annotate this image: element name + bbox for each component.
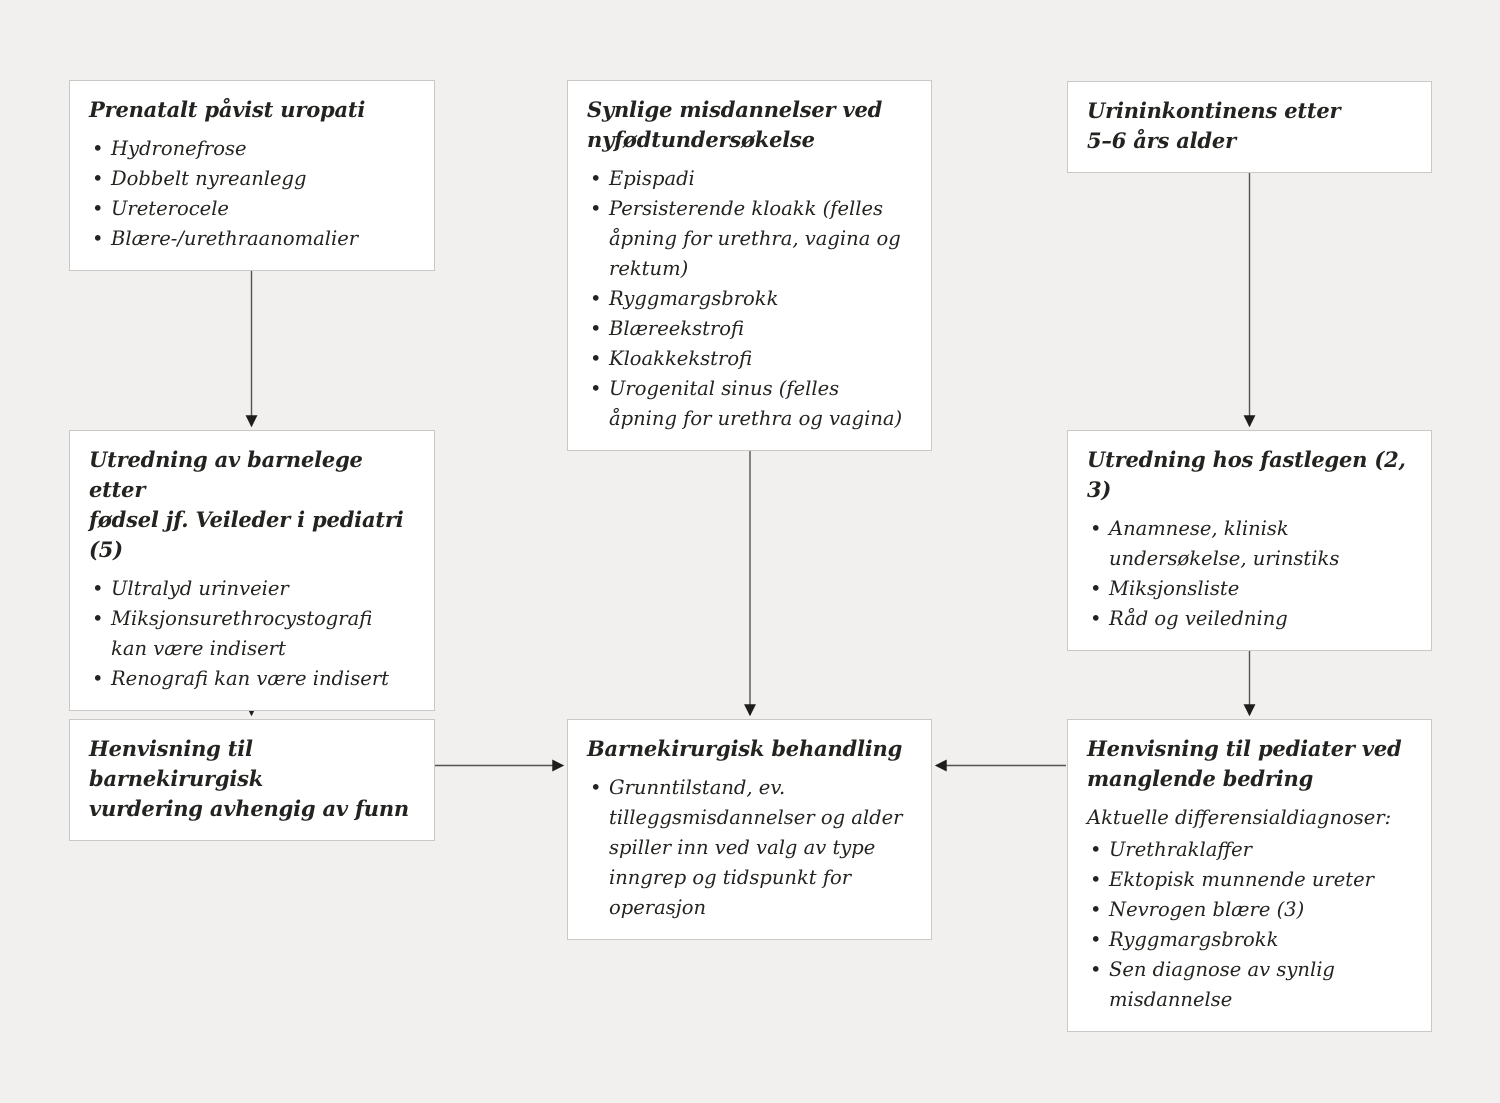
box-utredning-fastlegen: Utredning hos fastlegen (2, 3) Anamnese,…: [1067, 430, 1432, 651]
bullet-item: Miksjonsliste: [1090, 574, 1411, 604]
bullet-item: Nevrogen blære (3): [1090, 895, 1411, 925]
box-henvisning-barnekirurgisk: Henvisning til barnekirurgisk vurdering …: [69, 719, 435, 841]
box-title: Synlige misdannelser ved nyfødtundersøke…: [587, 97, 883, 152]
box-utredning-barnelege: Utredning av barnelege etter fødsel jf. …: [69, 430, 435, 711]
bullet-item: Ektopisk munnende ureter: [1090, 865, 1411, 895]
box-title: Henvisning til pediater ved manglende be…: [1087, 736, 1402, 791]
bullet-item: Blæreekstrofi: [590, 314, 911, 344]
box-title: Prenatalt påvist uropati: [89, 97, 366, 122]
bullet-list: Grunntilstand, ev. tilleggsmisdannelser …: [590, 773, 911, 923]
bullet-item: Hydronefrose: [92, 134, 414, 164]
bullet-item: Renografi kan være indisert: [92, 664, 414, 694]
bullet-list: Anamnese, klinisk undersøkelse, urinstik…: [1090, 514, 1411, 634]
box-title: Urininkontinens etter 5–6 års alder: [1087, 98, 1341, 153]
box-urininkontinens: Urininkontinens etter 5–6 års alder: [1067, 81, 1432, 173]
bullet-item: Persisterende kloakk (felles åpning for …: [590, 194, 911, 284]
bullet-list: UrethraklafferEktopisk munnende ureterNe…: [1090, 835, 1411, 1015]
bullet-item: Sen diagnose av synlig misdannelse: [1090, 955, 1411, 1015]
box-henvisning-pediater: Henvisning til pediater ved manglende be…: [1067, 719, 1432, 1032]
bullet-item: Urethraklaffer: [1090, 835, 1411, 865]
bullet-item: Ureterocele: [92, 194, 414, 224]
bullet-item: Blære-/urethraanomalier: [92, 224, 414, 254]
bullet-list: EpispadiPersisterende kloakk (felles åpn…: [590, 164, 911, 434]
bullet-item: Dobbelt nyreanlegg: [92, 164, 414, 194]
bullet-item: Anamnese, klinisk undersøkelse, urinstik…: [1090, 514, 1411, 574]
bullet-item: Ultralyd urinveier: [92, 574, 414, 604]
box-title: Utredning hos fastlegen (2, 3): [1087, 447, 1406, 502]
bullet-item: Urogenital sinus (felles åpning for uret…: [590, 374, 911, 434]
bullet-item: Miksjonsurethrocystografi kan være indis…: [92, 604, 414, 664]
bullet-item: Ryggmargsbrokk: [1090, 925, 1411, 955]
bullet-item: Kloakkekstrofi: [590, 344, 911, 374]
box-barnekirurgisk-behandling: Barnekirurgisk behandling Grunntilstand,…: [567, 719, 932, 940]
bullet-item: Råd og veiledning: [1090, 604, 1411, 634]
bullet-list: HydronefroseDobbelt nyreanleggUreterocel…: [92, 134, 414, 254]
box-title: Utredning av barnelege etter fødsel jf. …: [89, 447, 404, 562]
box-prenatal-uropati: Prenatalt påvist uropati HydronefroseDob…: [69, 80, 435, 271]
bullet-item: Ryggmargsbrokk: [590, 284, 911, 314]
box-title: Barnekirurgisk behandling: [587, 736, 903, 761]
box-synlige-misdannelser: Synlige misdannelser ved nyfødtundersøke…: [567, 80, 932, 451]
bullet-item: Epispadi: [590, 164, 911, 194]
box-subtitle: Aktuelle differensialdiagnoser:: [1087, 806, 1392, 829]
bullet-item: Grunntilstand, ev. tilleggsmisdannelser …: [590, 773, 911, 923]
box-title: Henvisning til barnekirurgisk vurdering …: [89, 736, 410, 821]
bullet-list: Ultralyd urinveierMiksjonsurethrocystogr…: [92, 574, 414, 694]
